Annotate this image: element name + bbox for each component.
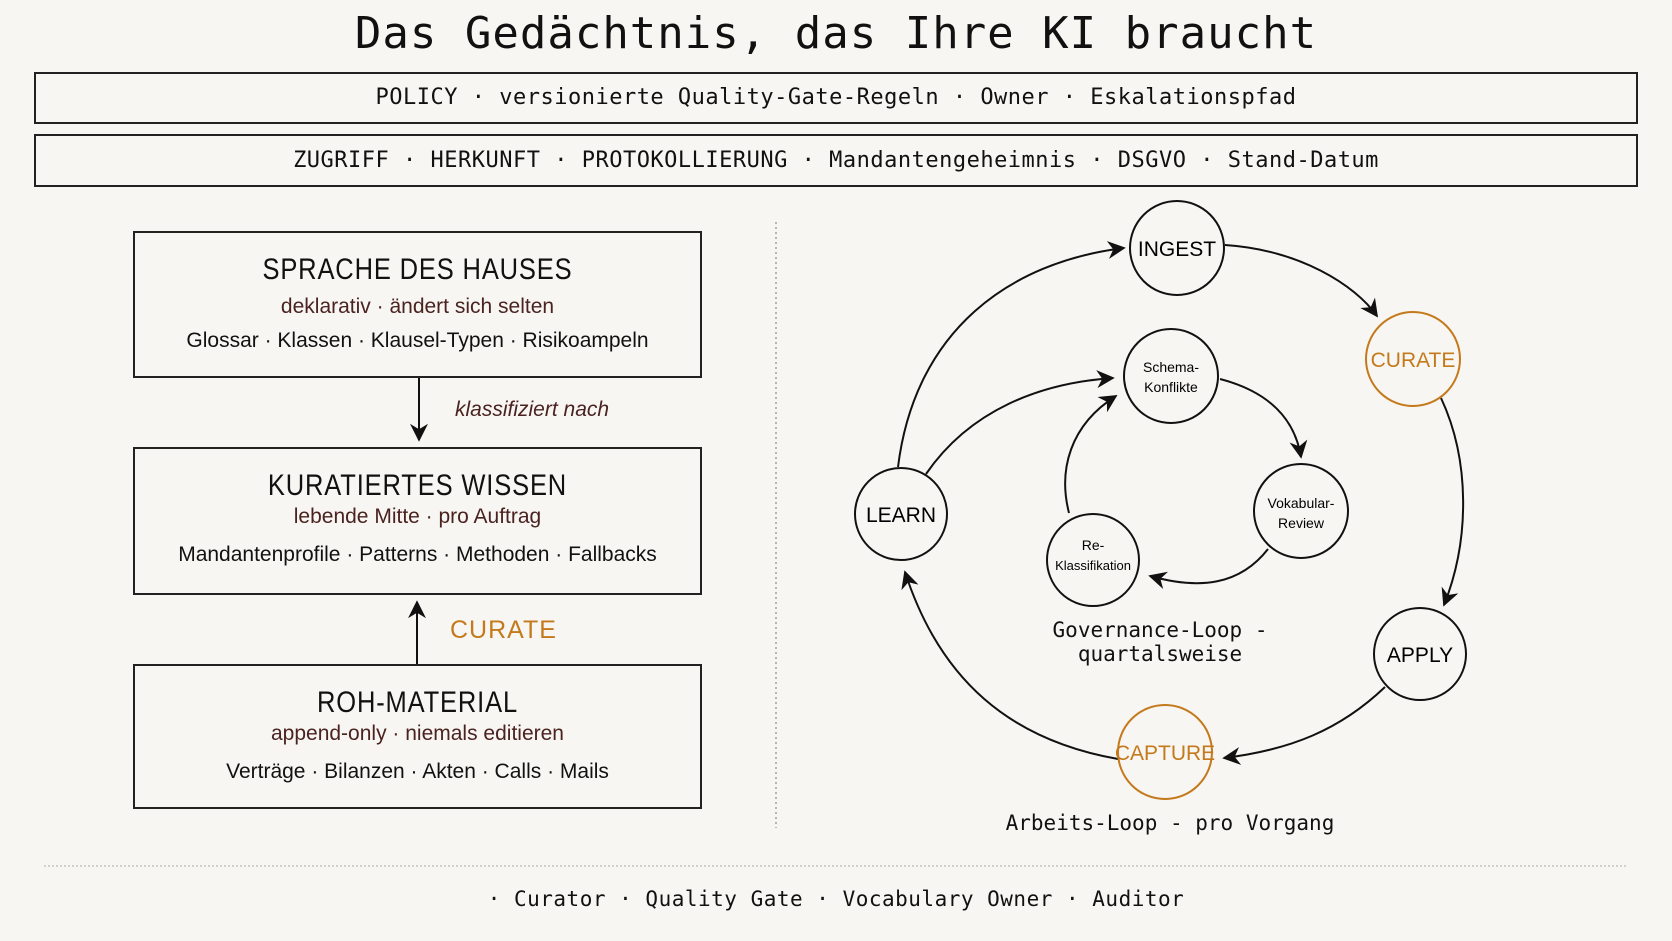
arrow-learn-ingest [897,241,1126,468]
governance-caption-line2: quartalsweise [1077,642,1243,666]
svg-text:INGEST: INGEST [1138,238,1216,261]
page-title: Das Gedächtnis, das Ihre KI braucht [354,8,1318,59]
svg-text:Review: Review [1278,515,1325,531]
layer-kuratiertes-wissen: KURATIERTES WISSEN lebende Mitte · pro A… [133,447,702,595]
link-label-curate: CURATE [450,616,557,644]
svg-text:LEARN: LEARN [866,504,936,527]
svg-text:APPLY: APPLY [1387,644,1453,667]
policy-band: POLICY · versionierte Quality-Gate-Regel… [34,72,1638,124]
layer-roh-material: ROH-MATERIAL append-only · niemals editi… [133,664,702,809]
layer-title: KURATIERTES WISSEN [267,469,568,502]
svg-text:Vokabular-: Vokabular- [1268,495,1335,511]
layer-subtitle: deklarativ · ändert sich selten [280,295,555,318]
node-capture: CAPTURE [1115,704,1215,800]
layer-sprache-des-hauses: SPRACHE DES HAUSES deklarativ · ändert s… [133,231,702,378]
layer-subtitle: lebende Mitte · pro Auftrag [293,505,542,528]
roles-footer: · Curator · Quality Gate · Vocabulary Ow… [487,887,1185,911]
layer-title: ROH-MATERIAL [317,686,518,719]
arrow-vokabular-reklass [1148,548,1269,590]
svg-text:Konflikte: Konflikte [1144,379,1198,395]
node-apply: APPLY [1373,607,1467,701]
svg-text:CAPTURE: CAPTURE [1115,742,1215,765]
layer-items: Mandantenprofile · Patterns · Methoden ·… [178,543,657,566]
arrow-ingest-curate [1224,244,1379,318]
governance-loop-caption: Governance-Loop - quartalsweise [1030,618,1290,666]
layer-title: SPRACHE DES HAUSES [262,253,573,286]
node-ingest: INGEST [1129,200,1225,296]
arrow-learn-schema [925,370,1115,475]
arrow-schema-vokabular [1219,378,1308,459]
node-vokabular-review: Vokabular- Review [1253,463,1349,559]
work-loop-caption: Arbeits-Loop - pro Vorgang [1005,811,1335,835]
arrow-capture-learn [901,570,1119,760]
node-curate: CURATE [1365,311,1461,407]
layer-items: Glossar · Klassen · Klausel-Typen · Risi… [186,329,649,352]
link-label-klassifiziert: klassifiziert nach [455,398,610,421]
layer-items: Verträge · Bilanzen · Akten · Calls · Ma… [226,760,609,783]
node-learn: LEARN [854,467,948,561]
svg-text:Schema-: Schema- [1143,359,1199,375]
svg-text:Klassifikation: Klassifikation [1055,558,1131,573]
arrow-reklass-schema [1064,395,1118,514]
arrow-apply-capture [1222,686,1386,765]
governance-band: ZUGRIFF · HERKUNFT · PROTOKOLLIERUNG · M… [34,134,1638,187]
node-re-klassifikation: Re- Klassifikation [1046,513,1140,607]
layer-subtitle: append-only · niemals editieren [270,722,564,745]
svg-text:CURATE: CURATE [1371,349,1456,372]
svg-text:Re-: Re- [1082,537,1105,553]
node-schema-konflikte: Schema- Konflikte [1123,328,1219,424]
governance-caption-line1: Governance-Loop - [1052,618,1268,642]
arrow-curate-apply [1440,397,1465,607]
